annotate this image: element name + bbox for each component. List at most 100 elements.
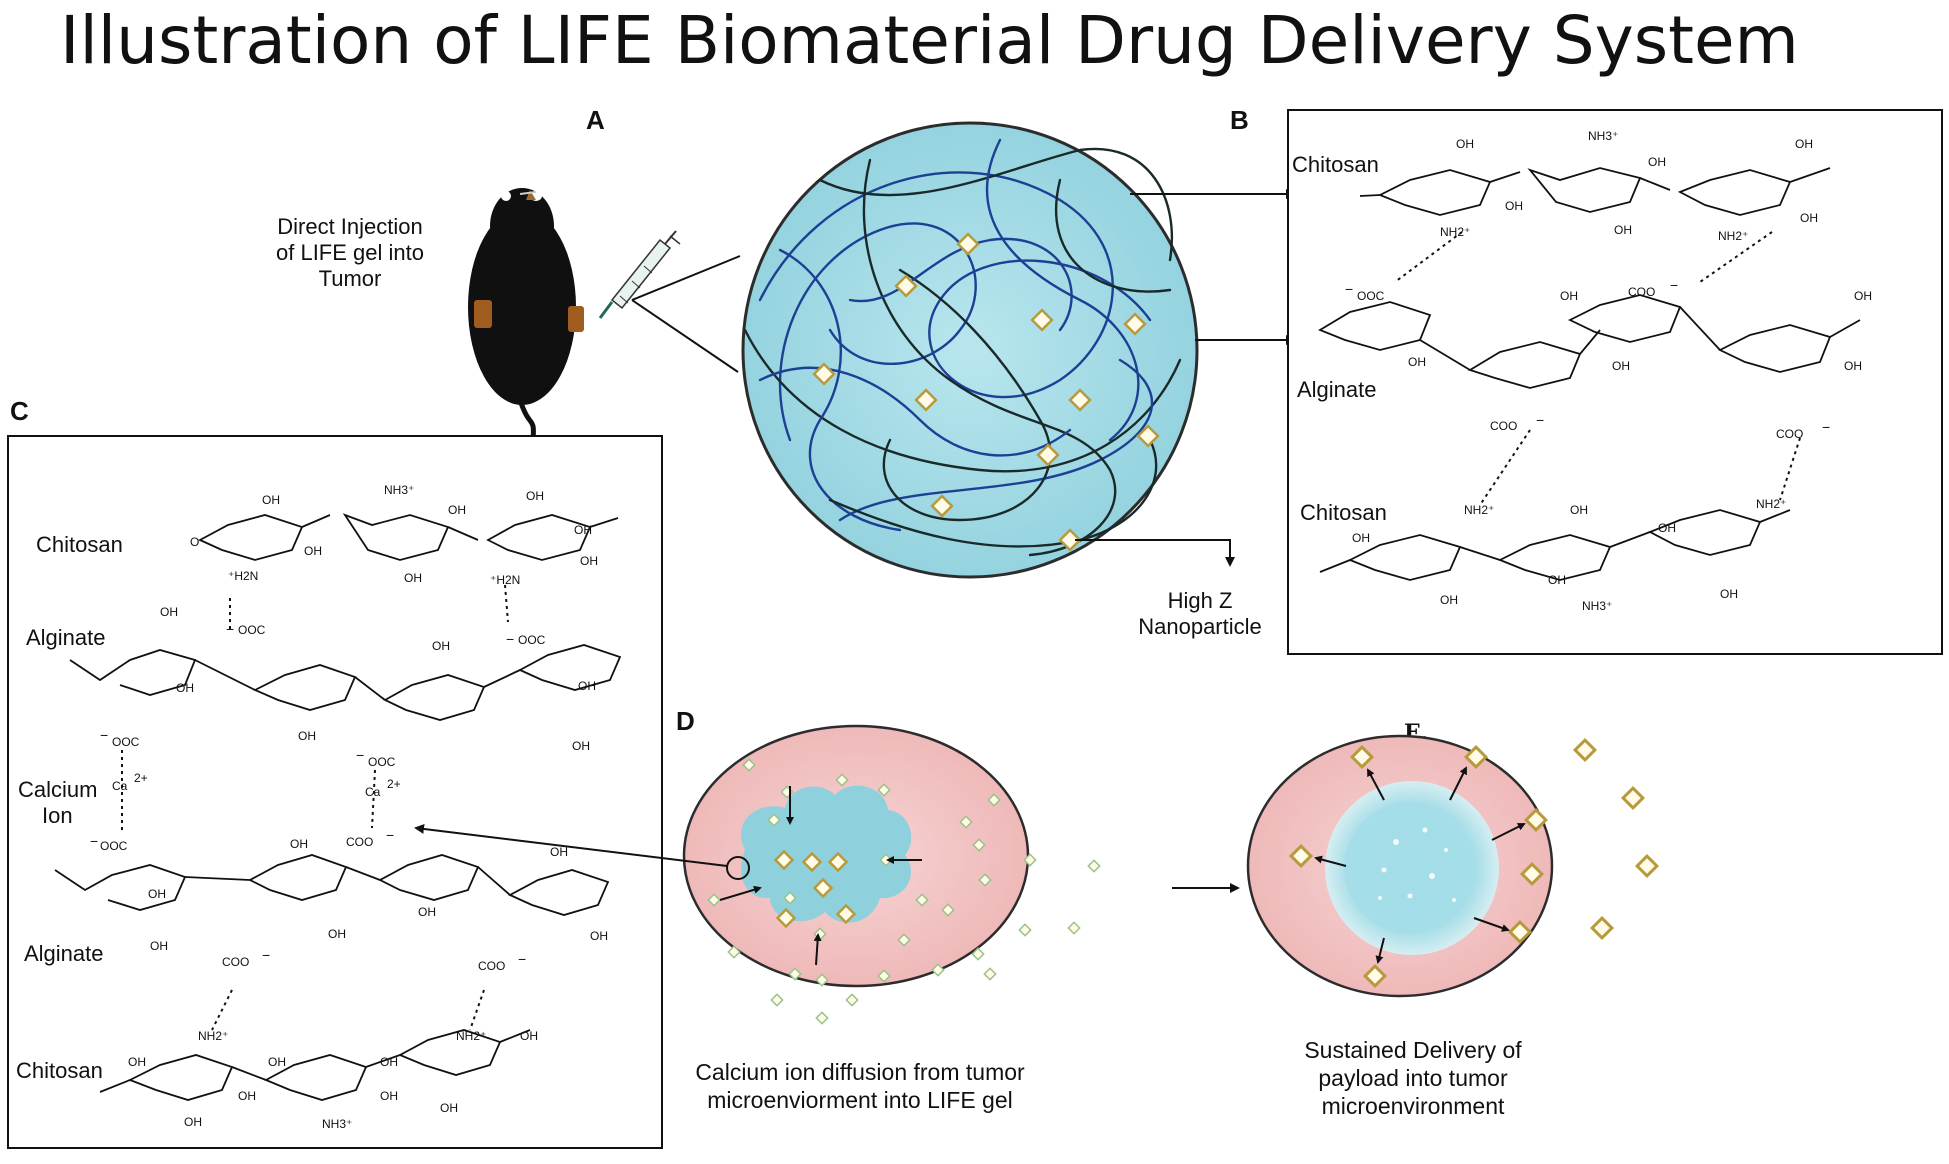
c-minus: − <box>356 747 364 763</box>
c-oh: OH <box>380 1089 398 1103</box>
injection-label-line-2: of LIFE gel into <box>276 240 424 265</box>
calcium-particle <box>1067 921 1081 935</box>
b-oh: OH <box>1795 137 1813 151</box>
c-oh: OH <box>150 939 168 953</box>
nanoparticle-icon <box>1507 919 1533 945</box>
nanoparticle-label-line-2: Nanoparticle <box>1138 614 1262 639</box>
panel-letter-c: C <box>10 396 29 426</box>
c-oh: OH <box>290 837 308 851</box>
b-nh3: NH3⁺ <box>1588 129 1618 143</box>
nanoparticle-icon <box>1620 785 1646 811</box>
c-oh: OH <box>184 1115 202 1129</box>
nanoparticle-icon <box>1523 807 1549 833</box>
c-oh: OH <box>238 1089 256 1103</box>
c-alginate-top-label: Alginate <box>26 625 106 650</box>
nanoparticle-icon <box>956 232 980 256</box>
panel-b-structure: Chitosan Alginate Chitosan <box>1287 109 1943 655</box>
c-oh: OH <box>176 681 194 695</box>
nanoparticle-icon <box>773 849 795 871</box>
b-oh: OH <box>1570 503 1588 517</box>
b-oh: OH <box>1614 223 1632 237</box>
nanoparticle-icon <box>1463 744 1489 770</box>
nanoparticle-icon <box>1349 744 1375 770</box>
c-calcium-label-line-2: Ion <box>42 803 73 828</box>
calcium-particle <box>815 1011 829 1025</box>
b-oh: OH <box>1658 521 1676 535</box>
d-caption-line-1: Calcium ion diffusion from tumor <box>695 1059 1025 1085</box>
injection-label: Direct Injection of LIFE gel into Tumor <box>276 214 424 291</box>
c-ca: Ca <box>112 779 128 793</box>
calcium-particle <box>1087 859 1101 873</box>
nanoparticle-icon <box>1572 737 1598 763</box>
nanoparticle-icon <box>1136 424 1160 448</box>
b-oh: OH <box>1560 289 1578 303</box>
calcium-particle <box>788 967 802 981</box>
c-ca-charge: 2+ <box>387 777 401 791</box>
injection-label-line-1: Direct Injection <box>277 214 423 239</box>
calcium-particle <box>783 891 797 905</box>
nanoparticle-icon <box>827 851 849 873</box>
zoom-line-top <box>631 255 741 301</box>
b-oh: OH <box>1648 155 1666 169</box>
c-chitosan-bottom-label: Chitosan <box>16 1058 103 1083</box>
d-caption-line-2: microenviorment into LIFE gel <box>707 1087 1013 1113</box>
e-caption-line-1: Sustained Delivery of <box>1304 1037 1522 1063</box>
b-oh: OH <box>1352 531 1370 545</box>
nanoparticle-icon <box>1589 915 1615 941</box>
c-alginate-bottom-label: Alginate <box>24 941 104 966</box>
c-oh: OH <box>550 845 568 859</box>
c-minus: − <box>262 947 270 963</box>
gel-blob-icon <box>740 785 912 923</box>
syringe-icon <box>598 230 681 319</box>
panel-letter-b: B <box>1230 105 1249 135</box>
tumor-icon <box>474 300 492 328</box>
gel-nanoparticles <box>812 232 1160 552</box>
c-o: O <box>190 535 199 549</box>
e-caption-line-2: payload into tumor <box>1318 1065 1508 1091</box>
b-oh: OH <box>1548 573 1566 587</box>
b-chitosan-top-label: Chitosan <box>1292 152 1379 177</box>
d-particles <box>707 758 1101 1025</box>
c-oh: OH <box>572 739 590 753</box>
c-oh: OH <box>160 605 178 619</box>
c-oh: OH <box>418 905 436 919</box>
c-coo: COO <box>346 835 373 849</box>
c-h2n: ⁺H2N <box>228 569 258 583</box>
c-calcium-label-line-1: Calcium <box>18 777 97 802</box>
c-oh: OH <box>148 887 166 901</box>
b-oh: OH <box>1505 199 1523 213</box>
panel-letter-d: D <box>676 706 695 736</box>
c-minus: − <box>518 951 526 967</box>
nanoparticle-icon <box>812 362 836 386</box>
d-nanoparticles <box>773 849 857 929</box>
nanoparticle-icon <box>894 274 918 298</box>
highlight-circle <box>726 856 750 880</box>
c-minus: − <box>506 631 514 647</box>
e-caption-line-3: microenvironment <box>1322 1093 1505 1119</box>
calcium-particle <box>897 933 911 947</box>
c-minus: − <box>100 727 108 743</box>
c-nh3: NH3⁺ <box>322 1117 352 1131</box>
calcium-particle <box>1023 853 1037 867</box>
nanoparticle-icon <box>1058 528 1082 552</box>
figure-title: Illustration of LIFE Biomaterial Drug De… <box>60 2 1799 79</box>
b-minus: − <box>1345 281 1353 297</box>
calcium-particle <box>770 993 784 1007</box>
c-oh: OH <box>526 489 544 503</box>
c-oh: OH <box>578 679 596 693</box>
c-oh: OH <box>298 729 316 743</box>
panel-e-tumor: Sustained Delivery of payload into tumor… <box>1246 734 1660 1119</box>
calcium-particle <box>742 758 756 772</box>
b-nh2: NH2⁺ <box>1440 225 1470 239</box>
c-oh: OH <box>432 639 450 653</box>
c-oh: OH <box>128 1055 146 1069</box>
panel-letter-a: A <box>586 105 605 135</box>
b-coo: COO <box>1628 285 1655 299</box>
b-nh2: NH2⁺ <box>1756 497 1786 511</box>
c-oh: OH <box>268 1055 286 1069</box>
calcium-particle <box>1018 923 1032 937</box>
b-oh: OH <box>1456 137 1474 151</box>
c-coo: COO <box>222 955 249 969</box>
c-coo: COO <box>478 959 505 973</box>
